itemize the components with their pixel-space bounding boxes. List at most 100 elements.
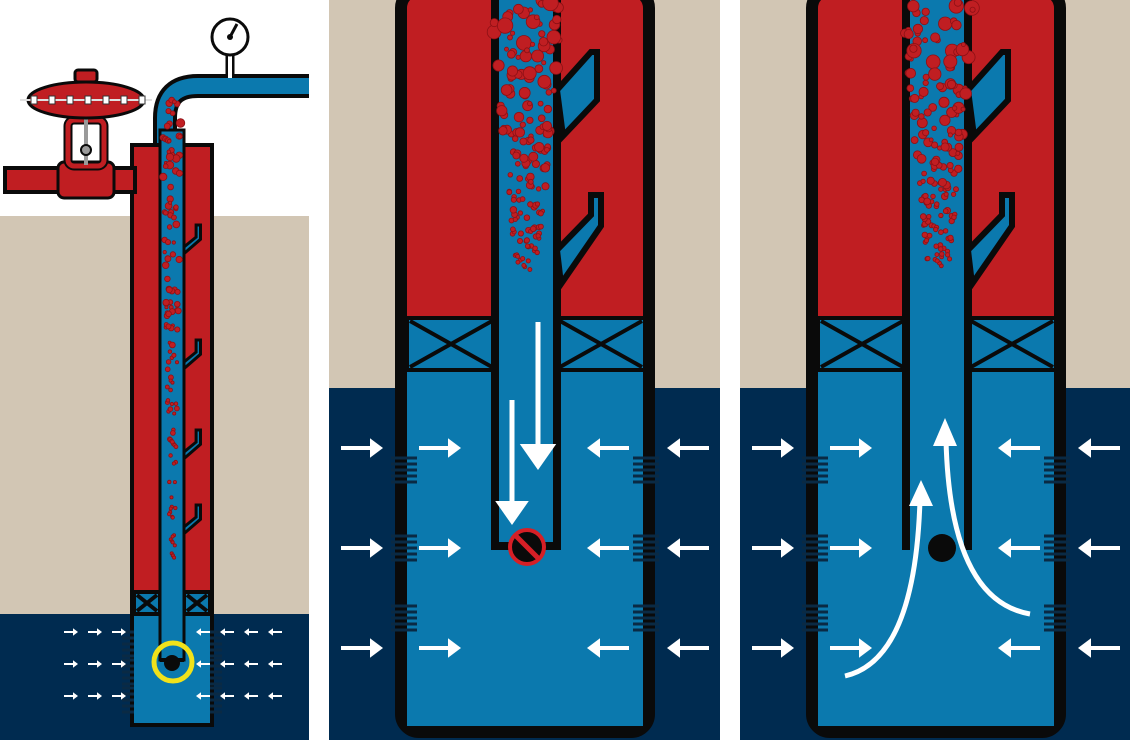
perforation-right xyxy=(633,534,659,562)
inflow-arrow xyxy=(244,692,258,700)
inflow-arrow xyxy=(587,438,629,458)
packer-right xyxy=(966,316,1058,372)
inflow-arrow xyxy=(88,660,102,668)
gas-bubble xyxy=(506,65,518,77)
gas-bubble xyxy=(537,210,544,217)
gas-bubble xyxy=(959,87,972,100)
inflow-arrow xyxy=(1078,538,1120,558)
packer-left xyxy=(816,316,908,372)
mandrel-pocket-lower xyxy=(964,192,1015,293)
actuator-bolt xyxy=(84,95,92,105)
gas-bubble xyxy=(167,349,173,354)
arrow-head xyxy=(97,660,102,668)
gas-bubble xyxy=(172,99,177,104)
gas-bubble xyxy=(169,495,174,500)
gas-bubble xyxy=(945,252,951,258)
gas-bubble xyxy=(960,42,966,47)
gas-bubble xyxy=(518,87,531,99)
gas-bubble xyxy=(943,54,958,69)
gas-bubble xyxy=(546,30,562,45)
gas-bubble xyxy=(521,262,527,268)
gas-bubble xyxy=(167,511,172,517)
panel-overview xyxy=(0,0,309,740)
gas-bubble xyxy=(512,216,518,222)
gas-bubble xyxy=(171,461,176,466)
gas-bubble xyxy=(527,267,533,272)
gas-bubble xyxy=(537,74,552,89)
gas-bubble xyxy=(513,111,525,123)
gas-bubble xyxy=(170,214,177,221)
mandrel-pocket xyxy=(182,503,202,537)
inflow-arrow xyxy=(830,638,872,658)
gas-bubble xyxy=(510,226,516,233)
arrow-shaft xyxy=(943,439,1031,617)
gas-bubble xyxy=(527,201,534,208)
gas-bubble xyxy=(960,106,966,112)
gas-bubble xyxy=(516,175,524,182)
gas-bubble xyxy=(955,150,961,156)
check-ball-icon xyxy=(928,534,956,562)
gas-bubble xyxy=(170,515,175,520)
gas-bubble xyxy=(162,298,170,307)
perforation-right xyxy=(633,456,659,484)
gas-bubble xyxy=(510,196,517,203)
inflow-arrow xyxy=(667,638,709,658)
gas-bubble xyxy=(165,286,173,294)
gas-bubble xyxy=(921,7,930,16)
gas-bubble xyxy=(165,398,171,403)
gas-bubble xyxy=(953,186,959,193)
gas-bubble xyxy=(947,234,954,241)
inflow-arrow xyxy=(244,628,258,636)
gas-bubble xyxy=(534,64,544,73)
gas-bubble xyxy=(534,14,540,21)
gas-bubble xyxy=(524,47,530,54)
gas-bubble xyxy=(165,359,172,365)
gas-bubble xyxy=(549,61,563,75)
gas-bubble xyxy=(926,176,935,185)
inflow-arrow xyxy=(752,438,794,458)
gas-bubble xyxy=(939,251,945,257)
gas-bubble xyxy=(534,249,540,256)
gas-bubble xyxy=(169,401,174,407)
gas-bubble xyxy=(931,157,940,166)
gas-bubble xyxy=(511,135,519,142)
inflow-arrow xyxy=(341,438,383,458)
arrow-head xyxy=(448,538,461,558)
gas-bubble xyxy=(919,16,929,26)
gas-lift-mandrel xyxy=(182,503,202,537)
arrow-head xyxy=(73,628,78,636)
gas-bubble xyxy=(175,118,186,128)
gas-bubble xyxy=(542,0,559,12)
arrow-shaft xyxy=(844,499,923,679)
gas-bubble xyxy=(934,201,940,207)
perforation-right xyxy=(1044,534,1070,562)
perforation-left xyxy=(802,456,828,484)
gas-bubble xyxy=(541,60,547,66)
gas-bubbles xyxy=(900,0,980,269)
gas-bubble xyxy=(168,387,173,393)
gas-bubble xyxy=(906,84,915,92)
gas-bubble xyxy=(534,142,545,153)
gas-bubble xyxy=(517,210,523,216)
gas-bubble xyxy=(164,255,172,263)
gas-bubble xyxy=(510,30,516,36)
gas-bubble xyxy=(527,178,534,185)
gas-bubble xyxy=(922,79,929,87)
inflow-arrow xyxy=(268,692,282,700)
gas-bubble xyxy=(519,137,528,146)
gas-bubble xyxy=(528,151,539,162)
gas-bubble xyxy=(515,188,522,195)
arrow-head xyxy=(587,638,600,658)
arrow-head xyxy=(998,438,1011,458)
gas-bubble xyxy=(903,29,914,40)
arrow-head xyxy=(495,501,529,525)
gas-bubble xyxy=(938,177,947,187)
gas-bubble xyxy=(916,154,927,164)
upflow-arrow xyxy=(844,480,933,679)
gas-bubble xyxy=(171,240,176,245)
gas-bubble xyxy=(169,110,176,117)
actuator-cap xyxy=(73,68,99,84)
gas-bubble xyxy=(938,96,950,108)
gas-bubble xyxy=(167,183,174,191)
gas-bubble xyxy=(492,59,505,72)
